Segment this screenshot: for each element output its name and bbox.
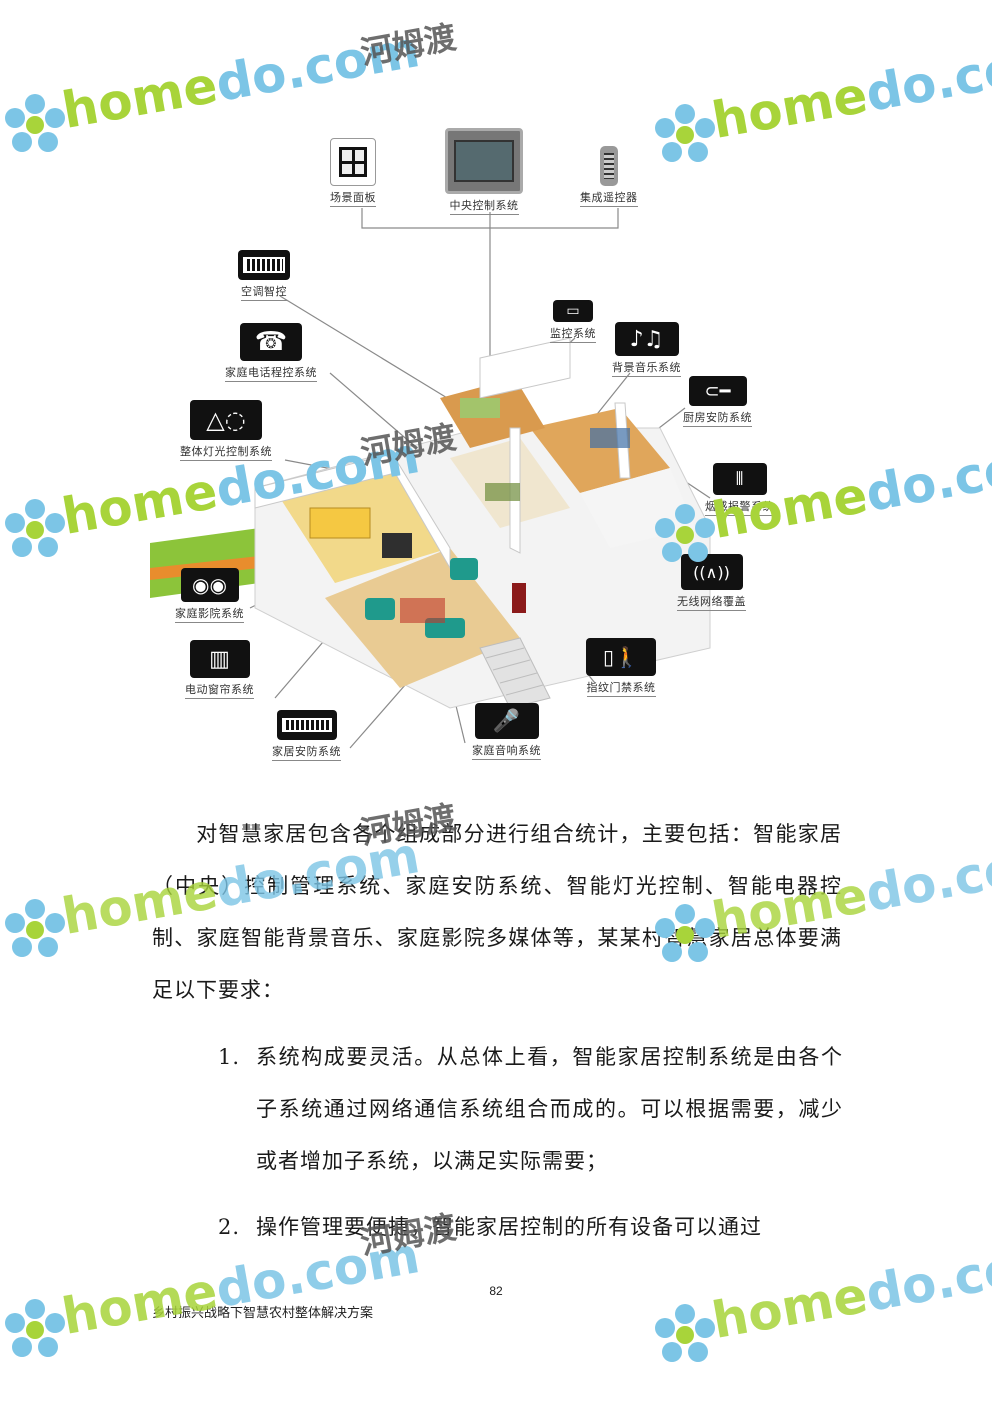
flower-logo-icon bbox=[5, 499, 65, 557]
lighting-icon: △◌ bbox=[190, 400, 262, 440]
callout-kitchen: ⊂━ 厨房安防系统 bbox=[683, 376, 752, 427]
callout-label: 背景音乐系统 bbox=[612, 359, 681, 377]
callout-curtain: ▥ 电动窗帘系统 bbox=[185, 640, 254, 699]
flower-logo-icon bbox=[5, 94, 65, 152]
page-number: 82 bbox=[489, 1284, 503, 1298]
list-item-number: 2. bbox=[218, 1215, 241, 1239]
remote-icon bbox=[599, 146, 618, 186]
callout-ac: 空调智控 bbox=[238, 250, 290, 301]
control-screen-icon bbox=[445, 128, 523, 194]
door-access-icon: ▯🚶 bbox=[586, 638, 656, 676]
requirements-list: 1. 系统构成要灵活。从总体上看，智能家居控制系统是由各个子系统通过网络通信系统… bbox=[218, 1031, 843, 1267]
list-item: 1. 系统构成要灵活。从总体上看，智能家居控制系统是由各个子系统通过网络通信系统… bbox=[218, 1031, 843, 1187]
flower-logo-icon bbox=[655, 1304, 715, 1362]
callout-central-control: 中央控制系统 bbox=[445, 128, 523, 215]
music-icon: ♪♫ bbox=[614, 322, 679, 356]
intro-paragraph: 对智慧家居包含各个组成部分进行组合统计，主要包括：智能家居（中央）控制管理系统、… bbox=[152, 808, 842, 1016]
callout-label: 空调智控 bbox=[241, 283, 287, 301]
wireless-icon: ((∧)) bbox=[680, 554, 743, 590]
sensor-icon bbox=[276, 710, 337, 740]
projector-icon: ◉◉ bbox=[180, 568, 239, 602]
callout-label: 场景面板 bbox=[330, 189, 376, 207]
list-item: 2. 操作管理要便捷，智能家居控制的所有设备可以通过 bbox=[218, 1201, 843, 1253]
list-item-number: 1. bbox=[218, 1045, 241, 1069]
watermark-cn: 河姆渡 bbox=[357, 17, 459, 73]
callout-label: 厨房安防系统 bbox=[683, 409, 752, 427]
callout-remote: 集成遥控器 bbox=[580, 146, 638, 207]
callout-label: 烟感报警系统 bbox=[705, 498, 774, 516]
smoke-icon: ⫴ bbox=[712, 463, 767, 495]
list-item-text: 系统构成要灵活。从总体上看，智能家居控制系统是由各个子系统通过网络通信系统组合而… bbox=[256, 1045, 843, 1173]
callout-label: 指纹门禁系统 bbox=[586, 679, 656, 697]
callout-scene-panel: 场景面板 bbox=[330, 138, 376, 207]
callout-label: 家庭电话程控系统 bbox=[225, 364, 317, 382]
callout-monitor: ▭ 监控系统 bbox=[550, 300, 596, 343]
callout-label: 家庭音响系统 bbox=[472, 742, 541, 760]
microphone-icon: 🎤 bbox=[474, 703, 539, 739]
callout-phone: ☎ 家庭电话程控系统 bbox=[225, 323, 317, 382]
ac-icon bbox=[238, 250, 290, 280]
callout-theater: ◉◉ 家庭影院系统 bbox=[175, 568, 244, 623]
callout-music: ♪♫ 背景音乐系统 bbox=[612, 322, 681, 377]
camera-icon: ▭ bbox=[553, 300, 593, 322]
watermark-text: homedo.com bbox=[57, 20, 424, 140]
callout-fingerprint: ▯🚶 指纹门禁系统 bbox=[586, 638, 656, 697]
callout-label: 家居安防系统 bbox=[272, 743, 341, 761]
callout-label: 中央控制系统 bbox=[449, 197, 519, 215]
phone-icon: ☎ bbox=[240, 323, 302, 361]
callout-audio: 🎤 家庭音响系统 bbox=[472, 703, 541, 760]
callout-smoke: ⫴ 烟感报警系统 bbox=[705, 463, 774, 516]
callout-label: 整体灯光控制系统 bbox=[180, 443, 272, 461]
callout-label: 无线网络覆盖 bbox=[677, 593, 746, 611]
smart-home-diagram: 场景面板 中央控制系统 集成遥控器 空调智控 ☎ 家庭电话程控系统 △◌ bbox=[150, 128, 790, 778]
list-item-text: 操作管理要便捷，智能家居控制的所有设备可以通过 bbox=[256, 1215, 762, 1239]
callout-label: 电动窗帘系统 bbox=[185, 681, 254, 699]
callout-security: 家居安防系统 bbox=[272, 710, 341, 761]
callout-wireless: ((∧)) 无线网络覆盖 bbox=[677, 554, 746, 611]
intro-paragraph-text: 对智慧家居包含各个组成部分进行组合统计，主要包括：智能家居（中央）控制管理系统、… bbox=[152, 822, 842, 1002]
scene-panel-icon bbox=[330, 138, 376, 186]
callout-label: 集成遥控器 bbox=[580, 189, 638, 207]
footer-title: 乡村振兴战略下智慧农村整体解决方案 bbox=[152, 1306, 374, 1321]
callout-label: 家庭影院系统 bbox=[175, 605, 244, 623]
pan-icon: ⊂━ bbox=[688, 376, 747, 406]
curtain-icon: ▥ bbox=[189, 640, 250, 678]
callout-label: 监控系统 bbox=[550, 325, 596, 343]
callout-lighting: △◌ 整体灯光控制系统 bbox=[180, 400, 272, 461]
flower-logo-icon bbox=[5, 899, 65, 957]
house-illustration bbox=[150, 208, 711, 749]
flower-logo-icon bbox=[5, 1299, 65, 1357]
